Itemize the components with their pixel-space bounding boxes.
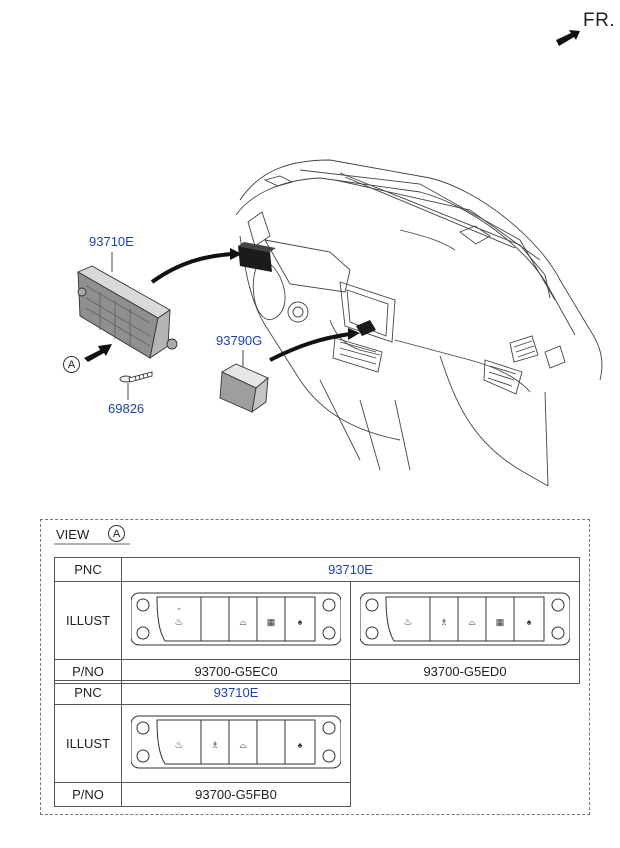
table1-illust-cell-1: ⁺ ♨ ⌓ ▦ ♠ — [121, 581, 351, 660]
table1-illust-cell-2: ♨ ♗ ⌓ ▦ ♠ — [350, 581, 580, 660]
table2-illust-header: ILLUST — [54, 704, 122, 783]
view-title-underline — [54, 543, 130, 545]
view-title: VIEW — [56, 527, 90, 542]
installed-control-unit-marker — [238, 242, 276, 272]
svg-text:♨: ♨ — [175, 740, 184, 751]
table1-pnc-header: PNC — [54, 557, 122, 582]
front-direction-label: FR. — [583, 10, 616, 31]
installed-switch-marker — [356, 320, 376, 336]
control-unit-part-number: 93710E — [89, 234, 134, 249]
svg-text:⌓: ⌓ — [468, 617, 475, 627]
table2-pnc-value: 93710E — [121, 680, 351, 705]
table1-pno-value-2: 93700-G5ED0 — [350, 659, 580, 684]
svg-text:♨: ♨ — [404, 617, 413, 628]
dashboard-outline — [235, 159, 603, 487]
table1-illust-header: ILLUST — [54, 581, 122, 660]
screw-drawing — [119, 371, 153, 383]
table2-pno-header: P/NO — [54, 782, 122, 807]
table2-pno-value: 93700-G5FB0 — [121, 782, 351, 807]
svg-text:▦: ▦ — [496, 617, 505, 627]
svg-text:⌓: ⌓ — [239, 740, 246, 750]
switch-leader-arrow — [269, 332, 351, 362]
screw-part-number: 69826 — [108, 401, 145, 416]
svg-text:⁺: ⁺ — [177, 606, 181, 615]
control-unit-leader-arrow — [150, 252, 233, 284]
svg-text:♠: ♠ — [298, 740, 303, 750]
table1-pnc-value: 93710E — [121, 557, 580, 582]
control-panel-illustration: ⁺ ♨ ⌓ ▦ ♠ — [130, 592, 342, 646]
svg-text:♠: ♠ — [298, 617, 303, 627]
svg-text:⌓: ⌓ — [239, 617, 246, 627]
view-a-marker: A — [63, 356, 80, 373]
front-direction-arrow-icon — [556, 30, 580, 46]
view-a-arrow-icon — [84, 344, 112, 362]
svg-text:♨: ♨ — [175, 617, 184, 628]
climate-control-unit-drawing — [76, 265, 178, 359]
svg-text:♗: ♗ — [211, 740, 219, 750]
switch-part-number: 93790G — [216, 333, 263, 348]
control-panel-illustration: ♨ ♗ ⌓ ▦ ♠ — [359, 592, 571, 646]
switch-module-drawing — [219, 363, 269, 413]
table1-pno-value-1: 93700-G5EC0 — [121, 659, 351, 684]
svg-text:♗: ♗ — [440, 617, 448, 627]
view-title-marker: A — [108, 525, 125, 542]
svg-text:▦: ▦ — [267, 617, 276, 627]
parts-table-1: PNC 93710E ILLUST ⁺ ♨ ⌓ ▦ ♠ — [54, 557, 580, 684]
view-a-section — [40, 519, 590, 815]
svg-text:♠: ♠ — [527, 617, 532, 627]
table2-illust-cell: ♨ ♗ ⌓ ♠ — [121, 704, 351, 783]
parts-table-2: PNC 93710E ILLUST ♨ ♗ ⌓ ♠ P/NO 93700-G5F… — [54, 680, 351, 807]
control-panel-illustration: ♨ ♗ ⌓ ♠ — [130, 715, 342, 769]
table2-pnc-header: PNC — [54, 680, 122, 705]
